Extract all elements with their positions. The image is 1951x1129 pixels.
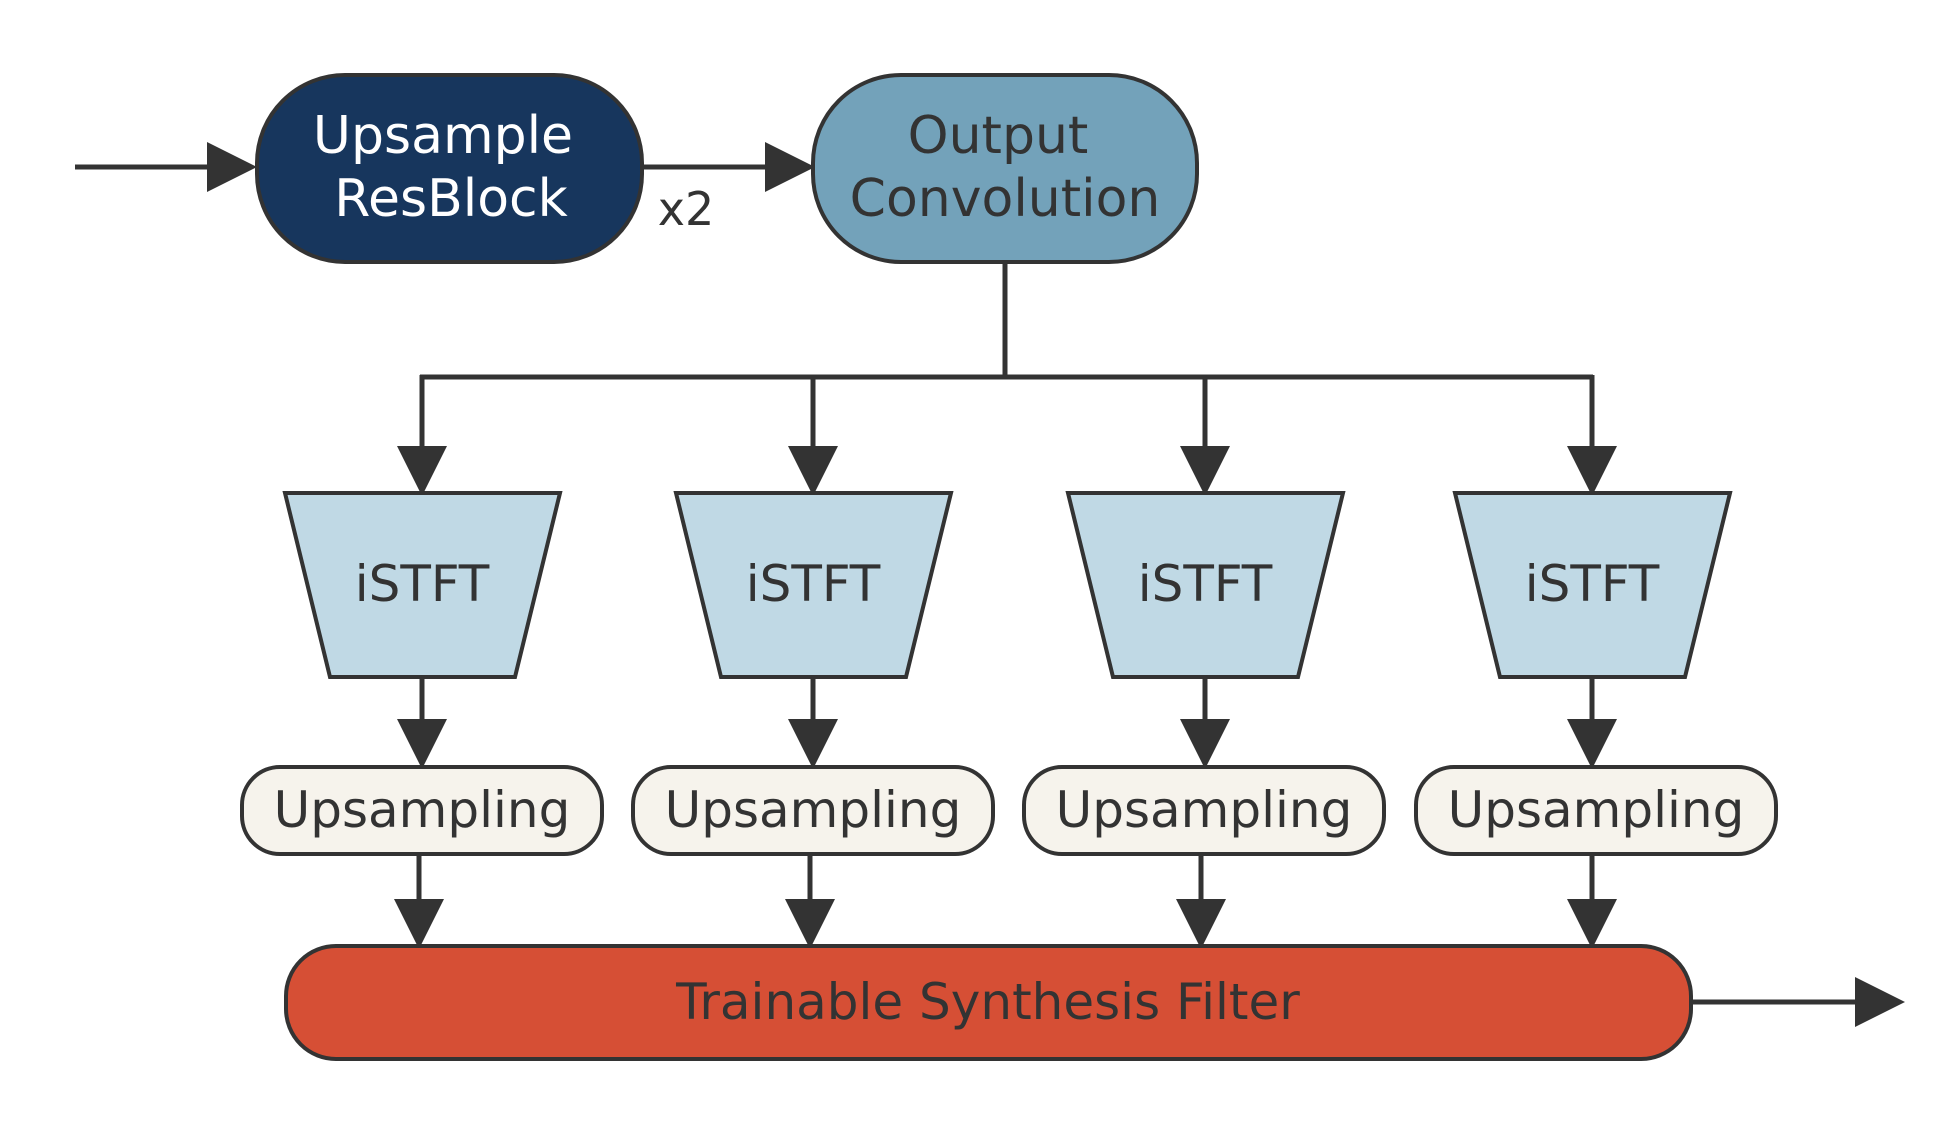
upsample-resblock-label-line1: Upsample	[313, 106, 573, 166]
output-convolution-label-line2: Convolution	[850, 169, 1161, 229]
upsampling-box	[1414, 765, 1778, 856]
istft-shape	[1065, 491, 1346, 679]
synthesis-filter-node: Trainable Synthesis Filter	[284, 944, 1693, 1061]
repeat-count-label: x2	[658, 182, 715, 236]
istft-shape	[1452, 491, 1733, 679]
synthesis-filter-box	[284, 944, 1693, 1061]
upsampling-node-4: Upsampling	[1414, 765, 1778, 856]
upsampling-box	[631, 765, 995, 856]
istft-label: iSTFT	[746, 555, 881, 613]
output-convolution-label-line1: Output	[908, 106, 1089, 166]
output-convolution-box	[811, 73, 1199, 264]
istft-label: iSTFT	[355, 555, 490, 613]
upsample-resblock-node: Upsample ResBlock	[255, 73, 644, 264]
upsample-resblock-label-line2: ResBlock	[334, 169, 568, 229]
istft-label: iSTFT	[1525, 555, 1660, 613]
istft-shape	[673, 491, 954, 679]
upsampling-node-2: Upsampling	[631, 765, 995, 856]
upsample-resblock-box	[255, 73, 644, 264]
upsampling-node-3: Upsampling	[1022, 765, 1386, 856]
istft-node-3: iSTFT	[1065, 491, 1346, 679]
istft-shape	[282, 491, 563, 679]
istft-node-2: iSTFT	[673, 491, 954, 679]
edges	[75, 142, 1905, 1027]
istft-node-4: iSTFT	[1452, 491, 1733, 679]
upsampling-label: Upsampling	[1448, 781, 1745, 839]
output-convolution-node: Output Convolution	[811, 73, 1199, 264]
upsampling-box	[1022, 765, 1386, 856]
upsampling-box	[240, 765, 604, 856]
upsampling-node-1: Upsampling	[240, 765, 604, 856]
istft-node-1: iSTFT	[282, 491, 563, 679]
upsampling-label: Upsampling	[665, 781, 962, 839]
synthesis-filter-label: Trainable Synthesis Filter	[675, 973, 1300, 1031]
upsampling-label: Upsampling	[274, 781, 571, 839]
istft-label: iSTFT	[1138, 555, 1273, 613]
upsampling-label: Upsampling	[1056, 781, 1353, 839]
